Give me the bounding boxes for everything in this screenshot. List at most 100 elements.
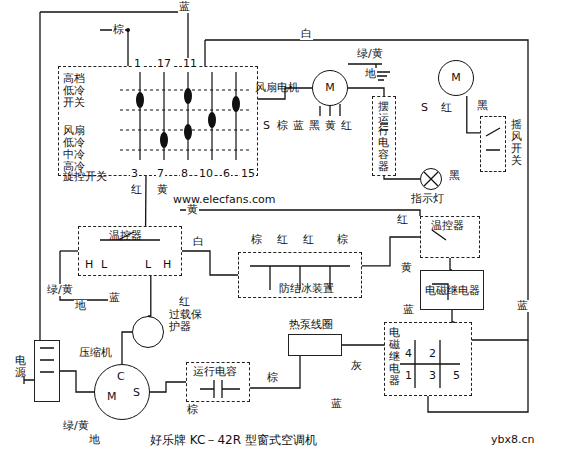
node-shape: 摆运行电容器 bbox=[372, 96, 396, 176]
node-label: M bbox=[439, 72, 473, 84]
wire-label: 红 bbox=[340, 120, 353, 132]
wire-connector bbox=[145, 176, 146, 226]
wire-label: 蓝 bbox=[178, 1, 191, 13]
wire-label: S bbox=[420, 102, 429, 114]
wire-label: 白 bbox=[300, 28, 313, 40]
node-label: 防结冰装置 bbox=[279, 283, 359, 295]
wire-connector bbox=[148, 276, 151, 316]
switch-contact bbox=[160, 132, 168, 148]
wire-path bbox=[150, 382, 186, 392]
lamp-cross bbox=[424, 172, 438, 186]
wire-label: 红 bbox=[440, 102, 453, 114]
node-shape: 防结冰装置 bbox=[238, 252, 362, 298]
wire-label: 绿/黄 bbox=[46, 284, 74, 296]
wire-connector bbox=[60, 371, 94, 392]
node-label: H bbox=[85, 259, 97, 271]
wire-label: 棕 bbox=[276, 120, 289, 132]
wire bbox=[60, 250, 78, 251]
node-label: 风扇电机 bbox=[255, 82, 309, 94]
wire-label: 棕 bbox=[112, 24, 125, 36]
node-label: L bbox=[101, 259, 113, 271]
wire-label: 地 bbox=[364, 68, 377, 80]
wire-label: 绿/黄 bbox=[62, 420, 90, 432]
wire-connector bbox=[450, 258, 452, 270]
wire-label: 红 bbox=[276, 234, 289, 246]
wire-label: 红 bbox=[178, 296, 191, 308]
wire-label: 2 bbox=[428, 348, 437, 360]
node-label: 旋控开关 bbox=[63, 171, 123, 183]
wire-label: ybx8.cn bbox=[490, 434, 536, 446]
node-shape: M bbox=[438, 60, 474, 96]
wire-label: 3 bbox=[130, 168, 139, 180]
wire-label: 棕 bbox=[336, 234, 349, 246]
wire-label: 10 bbox=[198, 168, 214, 180]
wire-label: 红 bbox=[302, 234, 315, 246]
wire bbox=[180, 210, 420, 216]
wire-label: 17 bbox=[156, 58, 172, 70]
wire bbox=[39, 12, 40, 340]
node-label: 压缩机 bbox=[79, 347, 119, 359]
wire-label: 黄 bbox=[400, 262, 413, 274]
wire-label: 黑 bbox=[308, 120, 321, 132]
node-label: 电磁继电器 bbox=[389, 327, 400, 387]
wire-label: 棕 bbox=[186, 404, 199, 416]
node-label: 指示灯 bbox=[411, 193, 455, 205]
wire-label: 15 bbox=[240, 168, 256, 180]
wire-label: 蓝 bbox=[402, 304, 415, 316]
node-label: 过载保护器 bbox=[169, 309, 205, 333]
node-shape: 压缩机CSM bbox=[94, 364, 150, 420]
wire-label: S bbox=[262, 120, 271, 132]
node-label: 电源 bbox=[15, 355, 26, 379]
node-label: 风扇 低冷 中冷 高冷 bbox=[63, 125, 89, 173]
wire-label: 1 bbox=[404, 370, 413, 382]
wire-label: 8 bbox=[180, 168, 189, 180]
switch-contact bbox=[184, 124, 192, 140]
wire-connector bbox=[182, 251, 238, 275]
node-shape: 温控器HLLH bbox=[78, 226, 182, 276]
switch-contact bbox=[232, 96, 240, 112]
plug-pin bbox=[40, 348, 54, 372]
wire-path bbox=[384, 176, 420, 179]
wire bbox=[205, 40, 528, 340]
node-shape: 电源 bbox=[34, 340, 60, 402]
wire-label: 棕 bbox=[266, 372, 279, 384]
node-label: 运行电容 bbox=[193, 366, 249, 378]
wire bbox=[204, 40, 205, 66]
wire-path bbox=[452, 310, 454, 322]
wire-label: 11 bbox=[182, 58, 198, 70]
wire-path bbox=[342, 344, 384, 346]
node-label: 温控器 bbox=[431, 220, 481, 232]
wire-label: 黑 bbox=[476, 100, 489, 112]
wire-path bbox=[60, 371, 94, 392]
wire-label: 绿/黄 bbox=[356, 48, 384, 60]
node-shape: 电磁继电器 bbox=[420, 270, 484, 310]
ground-symbol bbox=[348, 64, 390, 80]
switch-contact bbox=[184, 88, 192, 104]
wire-label: 7 bbox=[156, 168, 165, 180]
node-label: S bbox=[133, 387, 145, 399]
wire-path bbox=[148, 276, 151, 316]
wire-label: 6 bbox=[222, 168, 231, 180]
node-shape: 热泵线圈 bbox=[288, 334, 342, 356]
node-shape: 指示灯 bbox=[420, 168, 442, 190]
wire-path bbox=[348, 88, 384, 96]
wire-label: 1 bbox=[133, 58, 142, 70]
node-label: 摇风开关 bbox=[511, 119, 522, 167]
node-label: 摆运行电容器 bbox=[378, 101, 389, 174]
wire-label: 蓝 bbox=[108, 292, 121, 304]
node-label: M bbox=[313, 82, 347, 94]
node-shape: 高档 低冷 开关风扇 低冷 中冷 高冷旋控开关 bbox=[58, 66, 258, 176]
node-shape: 摇风开关 bbox=[480, 116, 506, 172]
wire-label: 5 bbox=[452, 370, 461, 382]
capacitor-symbol bbox=[200, 380, 240, 398]
junction-dot bbox=[126, 28, 130, 32]
wire-label: 蓝 bbox=[516, 300, 529, 312]
wire-label: 蓝 bbox=[330, 398, 343, 410]
wire-label: 红 bbox=[130, 184, 143, 196]
wire-label: 黄 bbox=[156, 184, 169, 196]
wire-label: 红 bbox=[396, 214, 409, 226]
node-label: 电磁继电器 bbox=[425, 285, 485, 297]
wire-label: 棕 bbox=[250, 234, 263, 246]
